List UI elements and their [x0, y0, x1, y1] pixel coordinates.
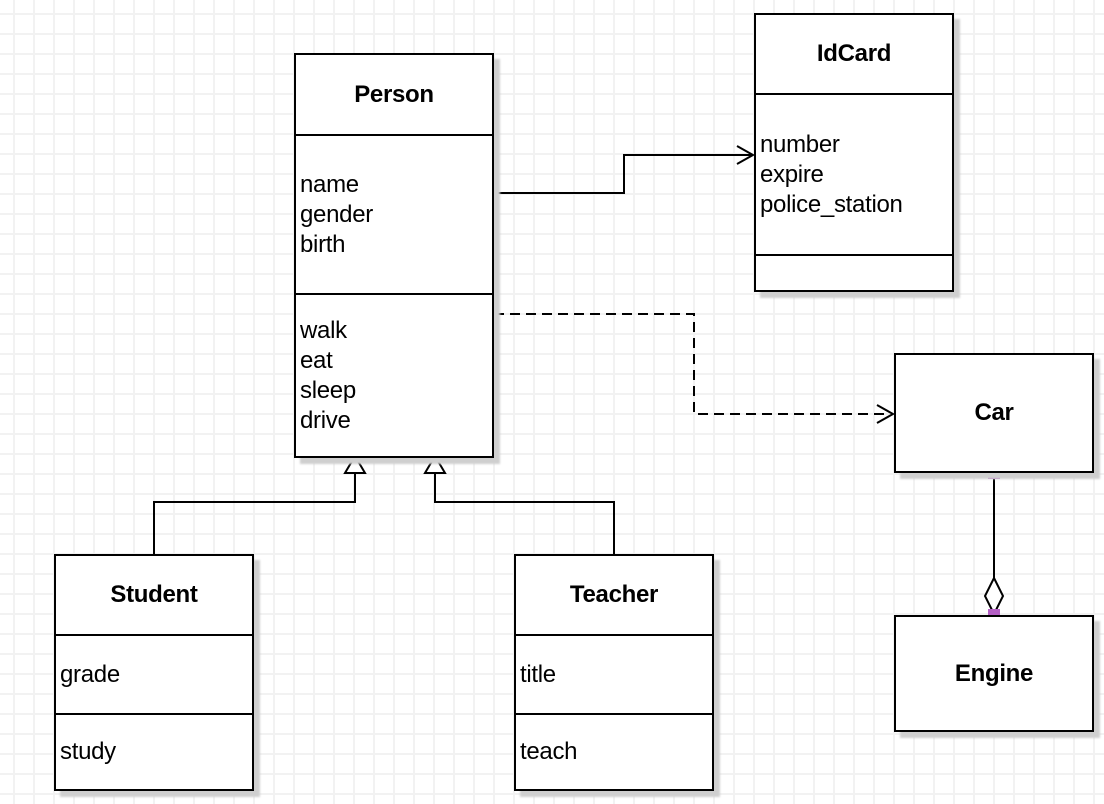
class-engine-title: Engine	[954, 659, 1034, 687]
method: walk	[300, 316, 347, 344]
edge-aggregation-car-engine[interactable]	[983, 467, 1005, 621]
class-person-title: Person	[354, 80, 434, 108]
hollow-triangle-icon	[423, 454, 447, 474]
attribute: name	[300, 170, 359, 198]
hollow-diamond-icon	[983, 575, 1005, 617]
edge-generalization-student-person[interactable]	[153, 454, 367, 554]
class-person[interactable]: Person name gender birth walk eat sleep …	[294, 53, 494, 458]
attribute: gender	[300, 200, 373, 228]
open-arrowhead-icon	[876, 404, 896, 424]
class-student[interactable]: Student grade study	[54, 554, 254, 791]
class-idcard-methods	[756, 254, 952, 290]
hollow-triangle-icon	[343, 454, 367, 474]
class-car-title: Car	[974, 399, 1014, 426]
class-idcard[interactable]: IdCard number expire police_station	[754, 13, 954, 292]
class-student-attributes: grade	[56, 634, 252, 713]
class-engine[interactable]: Engine	[894, 615, 1094, 732]
class-student-title: Student	[110, 581, 198, 608]
open-arrowhead-icon	[736, 145, 756, 165]
attribute: title	[520, 660, 556, 688]
attribute: expire	[760, 160, 824, 188]
attribute: birth	[300, 230, 346, 258]
edge-generalization-teacher-person[interactable]	[423, 454, 615, 554]
class-car[interactable]: Car	[894, 353, 1094, 473]
generalization-line[interactable]	[153, 473, 356, 554]
attribute: number	[760, 130, 840, 158]
method: teach	[520, 738, 578, 765]
method: sleep	[300, 376, 356, 404]
class-teacher-title: Teacher	[569, 581, 659, 608]
class-teacher[interactable]: Teacher title teach	[514, 554, 714, 791]
class-student-methods: study	[56, 713, 252, 789]
attribute: police_station	[760, 190, 903, 218]
class-idcard-title: IdCard	[816, 40, 892, 67]
edge-dependency-person-car[interactable]	[494, 313, 896, 424]
attribute: grade	[60, 660, 120, 688]
class-person-attributes: name gender birth	[296, 134, 492, 293]
class-idcard-attributes: number expire police_station	[756, 93, 952, 254]
class-teacher-attributes: title	[516, 634, 712, 713]
class-person-methods: walk eat sleep drive	[296, 293, 492, 456]
association-line[interactable]	[494, 154, 751, 194]
class-teacher-methods: teach	[516, 713, 712, 789]
generalization-line[interactable]	[434, 473, 615, 554]
dependency-line[interactable]	[494, 313, 890, 415]
method: drive	[300, 406, 351, 434]
edge-association-person-idcard[interactable]	[494, 145, 756, 194]
method: study	[60, 738, 116, 765]
method: eat	[300, 346, 333, 374]
